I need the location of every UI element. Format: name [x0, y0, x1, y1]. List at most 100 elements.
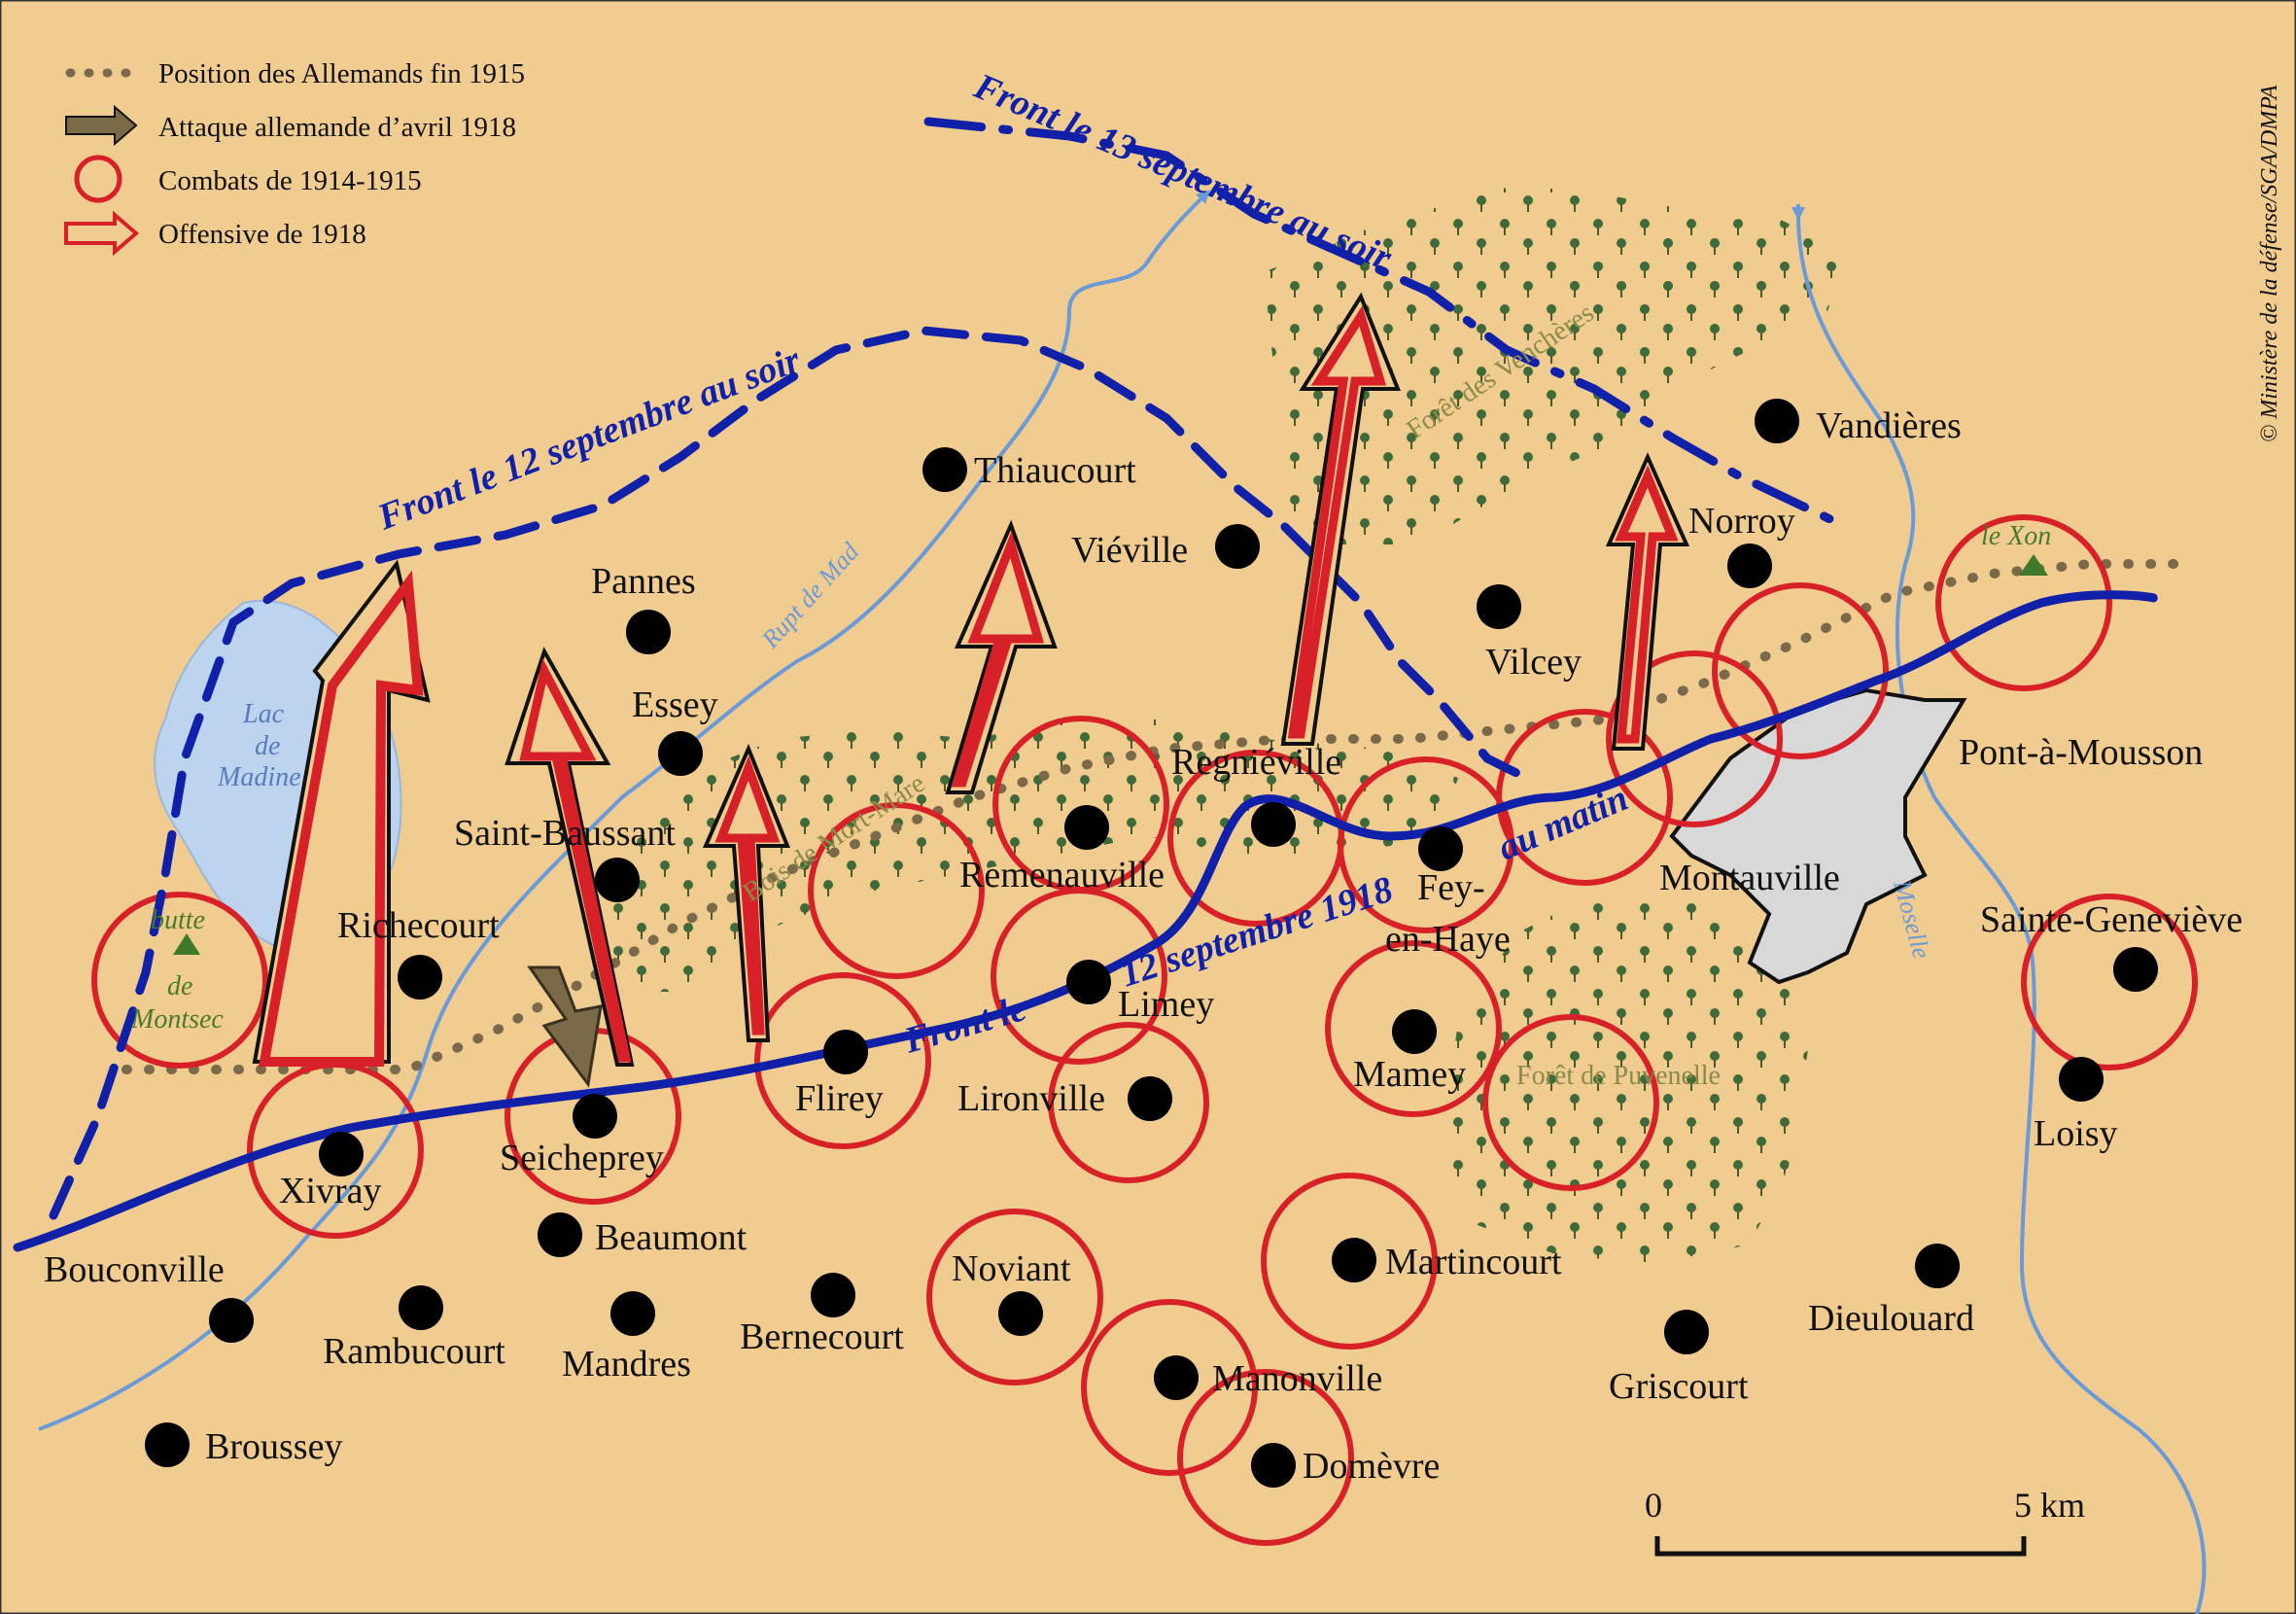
- lake-label-3: Madine: [217, 762, 301, 792]
- town-dot-fey-en-haye: [1418, 826, 1463, 871]
- combat-circle: [808, 802, 985, 979]
- combat-circle: [91, 892, 268, 1069]
- town-dot-flirey: [823, 1030, 868, 1074]
- offensive-arrow: [259, 570, 424, 1067]
- town-label: Griscourt: [1609, 1366, 1749, 1407]
- town-label: Limey: [1118, 984, 1214, 1025]
- montsec-hill-icon: [173, 933, 200, 955]
- town-dot-richecourt: [398, 955, 442, 1000]
- town-label: Manonville: [1212, 1358, 1382, 1399]
- town-dot-norroy: [1727, 544, 1772, 588]
- town-label: en-Haye: [1385, 919, 1511, 960]
- town-dot-mandres: [610, 1291, 655, 1336]
- town-dot-domevre: [1251, 1443, 1296, 1488]
- combat-circle: [1325, 940, 1502, 1117]
- town-label: Flirey: [795, 1078, 884, 1119]
- town-dot-martincourt: [1332, 1238, 1376, 1282]
- town-dot-bouconville: [209, 1298, 254, 1343]
- combat-circle: [2021, 894, 2198, 1070]
- combat-circle: [1496, 709, 1673, 886]
- town-label: Bouconville: [44, 1249, 225, 1290]
- legend-combat-circle-icon: [74, 155, 122, 203]
- town-label: Loisy: [2034, 1113, 2118, 1154]
- montsec-label-1: butte: [151, 905, 205, 935]
- town-label: Thiaucourt: [974, 450, 1136, 491]
- legend-label: Offensive de 1918: [158, 219, 366, 250]
- german-attack-arrow: [527, 965, 603, 1088]
- combat-circle: [1261, 1173, 1438, 1350]
- legend-offensive-arrow-icon: [64, 210, 140, 257]
- offensive-arrow: [1287, 305, 1387, 739]
- legend-label: Position des Allemands fin 1915: [158, 58, 525, 89]
- combat-circle: [1048, 1022, 1209, 1183]
- montsec-label-2: de: [167, 971, 192, 1001]
- town-dot-sainte-genevieve: [2113, 947, 2158, 992]
- town-dot-broussey: [145, 1422, 190, 1467]
- legend-label: Combats de 1914-1915: [158, 165, 422, 196]
- town-dot-dieulouard: [1915, 1244, 1960, 1288]
- town-label: Vilcey: [1485, 642, 1582, 683]
- legend: Position des Allemands fin 1915 Attaque …: [64, 58, 525, 257]
- town-dot-vandieres: [1755, 399, 1799, 443]
- town-label: Dieulouard: [1808, 1298, 1974, 1339]
- xon-label: le Xon: [1981, 521, 2051, 551]
- xon-hill-icon: [2019, 554, 2048, 576]
- combat-circle: [754, 972, 931, 1149]
- town-label: Mandres: [562, 1344, 691, 1385]
- combat-circle: [1606, 650, 1783, 827]
- montsec-label-3: Montsec: [130, 1004, 224, 1035]
- town-label: Broussey: [205, 1426, 342, 1467]
- town-label: Norroy: [1688, 501, 1795, 542]
- town-dot-vilcey: [1477, 584, 1521, 629]
- combat-circles: [91, 514, 2198, 1546]
- town-label: Sainte-Geneviève: [1980, 899, 2243, 940]
- town-label: Remenauville: [959, 855, 1165, 895]
- front-12-soir-line: [49, 326, 1531, 1220]
- town-label: Regniéville: [1171, 742, 1341, 783]
- forest-puvenelle: [1439, 895, 1808, 1264]
- town-dot-vieville: [1215, 524, 1260, 569]
- town-dots: [145, 399, 2158, 1488]
- scale-start-label: 0: [1645, 1486, 1662, 1525]
- offensive-arrow: [952, 531, 1044, 788]
- legend-german-arrow-icon: [65, 104, 138, 147]
- town-dot-beaumont: [538, 1212, 582, 1257]
- town-dot-bernecourt: [811, 1273, 855, 1317]
- town-label: Essey: [632, 684, 718, 725]
- front-13-soir-line: [923, 117, 1837, 525]
- town-dot-remenauville: [1064, 805, 1109, 850]
- town-label: Richecourt: [337, 905, 500, 946]
- town-label: Bernecourt: [740, 1316, 904, 1357]
- combat-circle: [1935, 514, 2112, 691]
- offensive-arrow: [714, 755, 781, 1035]
- town-dot-mamey: [1392, 1009, 1437, 1054]
- scale-end-label: 5 km: [2014, 1486, 2085, 1525]
- town-label: Lironville: [957, 1078, 1105, 1119]
- combat-circle: [1177, 1369, 1354, 1546]
- forest-label-puvenelle: Forêt de Puvenelle: [1516, 1061, 1721, 1091]
- town-dot-rambucourt: [399, 1285, 443, 1330]
- combat-circle: [991, 888, 1167, 1065]
- combat-circle: [926, 1209, 1103, 1386]
- town-label: Mamey: [1353, 1054, 1466, 1095]
- town-label: Noviant: [952, 1248, 1071, 1289]
- rivers: [38, 190, 2207, 1614]
- front-12-matin-line: [13, 590, 2158, 1252]
- town-dot-noviant: [998, 1291, 1043, 1336]
- town-dot-essey: [658, 731, 703, 776]
- town-label: Rambucourt: [323, 1331, 505, 1372]
- town-labels: Thiaucourt Vandières Viéville Norroy Pan…: [44, 405, 2243, 1487]
- town-label: Fey-: [1417, 867, 1485, 908]
- forest-vencheres: [1264, 185, 1847, 544]
- town-dot-limey: [1066, 960, 1111, 1004]
- town-dot-saint-baussant: [595, 858, 640, 902]
- town-dot-xivray: [319, 1132, 364, 1176]
- town-label: Saint-Baussant: [454, 813, 676, 854]
- combat-circle: [1482, 1014, 1659, 1191]
- town-dot-thiaucourt: [922, 447, 967, 492]
- lake-label-1: Lac: [242, 699, 285, 729]
- town-dot-regnieville: [1251, 802, 1296, 847]
- town-dot-loisy: [2059, 1057, 2104, 1102]
